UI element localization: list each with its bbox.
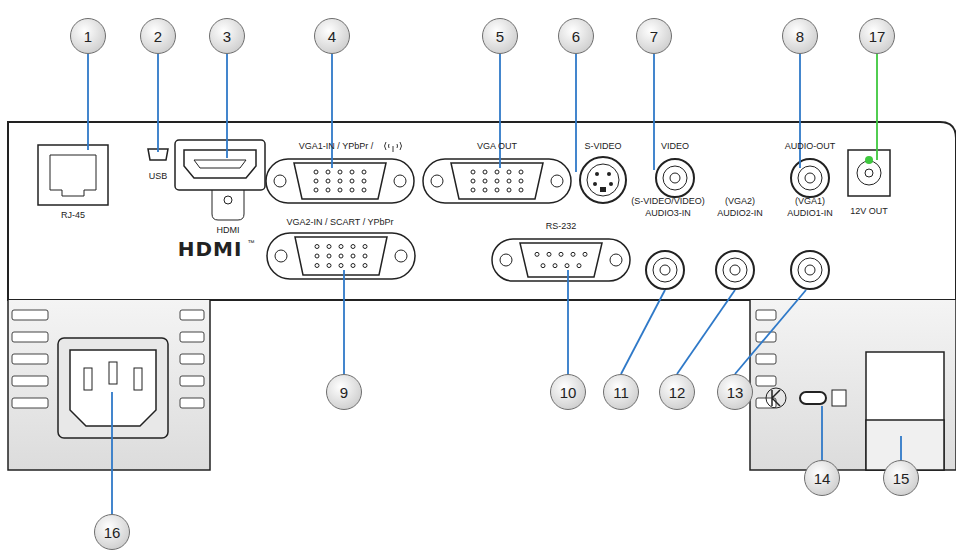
callout-number: 5 bbox=[482, 18, 518, 54]
callout-text: 10 bbox=[560, 384, 577, 401]
callout-text: 8 bbox=[796, 28, 804, 45]
port-label: ™ bbox=[248, 239, 255, 246]
callout-text: 13 bbox=[727, 384, 744, 401]
callout-number: 16 bbox=[94, 514, 130, 550]
port-label: RJ-45 bbox=[61, 211, 85, 220]
callout-number: 6 bbox=[558, 18, 594, 54]
callout-text: 1 bbox=[84, 28, 92, 45]
callout-number: 17 bbox=[859, 18, 895, 54]
callout-number: 15 bbox=[883, 460, 919, 496]
port-label: 12V OUT bbox=[850, 207, 888, 216]
callout-number: 4 bbox=[314, 18, 350, 54]
callout-text: 9 bbox=[340, 384, 348, 401]
port-label: USB bbox=[149, 172, 168, 181]
port-label: VGA1-IN / YPbPr / bbox=[299, 142, 373, 151]
callout-text: 16 bbox=[104, 524, 121, 541]
port-label: AUDIO-OUT bbox=[785, 142, 836, 151]
callout-number: 13 bbox=[717, 374, 753, 410]
callout-text: 12 bbox=[669, 384, 686, 401]
callout-number: 7 bbox=[636, 18, 672, 54]
callout-text: 11 bbox=[613, 384, 629, 401]
callout-number: 14 bbox=[804, 460, 840, 496]
port-label: HDMI bbox=[178, 239, 243, 259]
port-label: (VGA2) bbox=[725, 197, 755, 206]
port-label: RS-232 bbox=[546, 222, 577, 231]
callout-number: 3 bbox=[209, 18, 245, 54]
callout-text: 14 bbox=[814, 470, 831, 487]
callout-number: 9 bbox=[326, 374, 362, 410]
port-label: AUDIO2-IN bbox=[717, 209, 763, 218]
port-label: VGA2-IN / SCART / YPbPr bbox=[286, 218, 393, 227]
callout-text: 4 bbox=[328, 28, 336, 45]
callout-text: 17 bbox=[869, 28, 886, 45]
callout-number: 8 bbox=[782, 18, 818, 54]
port-label: AUDIO1-IN bbox=[787, 209, 833, 218]
port-label: (S-VIDEO/VIDEO) bbox=[631, 197, 705, 206]
port-label: (VGA1) bbox=[795, 197, 825, 206]
callout-text: 15 bbox=[893, 470, 910, 487]
port-label: HDMI bbox=[217, 226, 240, 235]
port-label: S-VIDEO bbox=[584, 142, 621, 151]
callout-number: 11 bbox=[603, 374, 639, 410]
callout-number: 1 bbox=[70, 18, 106, 54]
callout-text: 7 bbox=[650, 28, 658, 45]
callout-text: 2 bbox=[154, 28, 162, 45]
port-label: AUDIO3-IN bbox=[645, 209, 691, 218]
callout-text: 3 bbox=[223, 28, 231, 45]
port-label: VGA OUT bbox=[477, 142, 517, 151]
callout-number: 2 bbox=[140, 18, 176, 54]
callout-number: 10 bbox=[550, 374, 586, 410]
callout-number: 12 bbox=[659, 374, 695, 410]
callout-text: 5 bbox=[496, 28, 504, 45]
port-label: VIDEO bbox=[661, 142, 689, 151]
callout-text: 6 bbox=[572, 28, 580, 45]
